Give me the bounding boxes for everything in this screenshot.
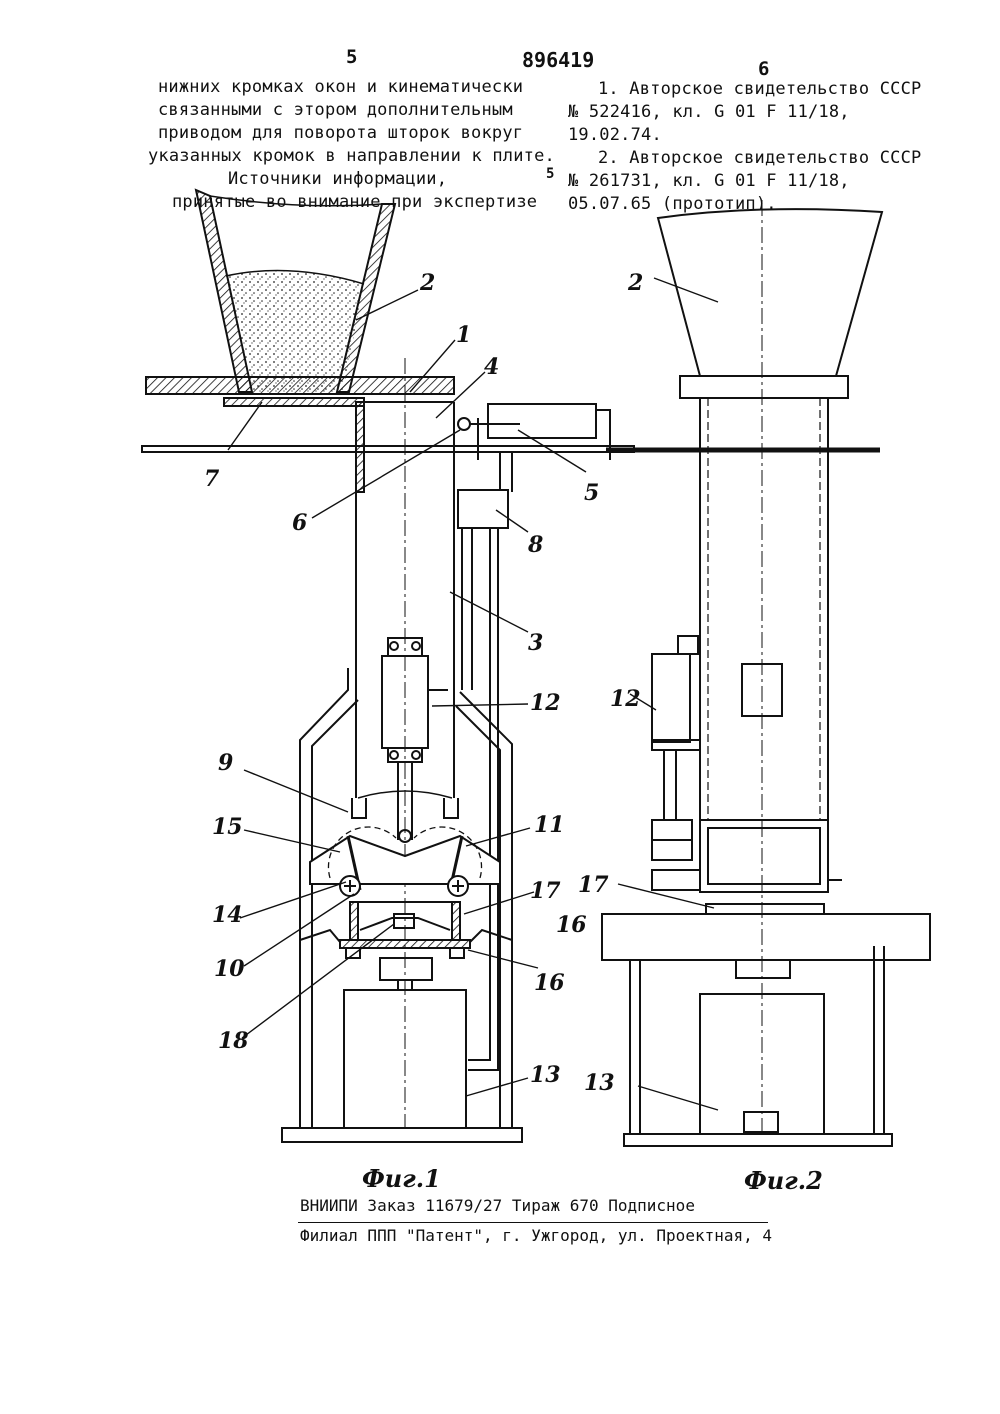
footer-divider [298,1222,768,1223]
label-8: 8 [527,532,543,558]
fig2-label-17: 17 [578,872,609,898]
label-6: 6 [292,510,307,536]
label-9: 9 [218,750,233,776]
label-7: 7 [204,466,220,492]
label-1: 1 [456,322,471,348]
label-5: 5 [584,480,599,506]
label-14: 14 [212,902,243,928]
footer-line-1: ВНИИПИ Заказ 11679/27 Тираж 670 Подписно… [300,1196,695,1215]
fig2-label-13: 13 [584,1070,615,1096]
label-15: 15 [212,814,243,840]
fig2-label-16: 16 [556,912,587,938]
fig2-label-2: 2 [627,270,643,296]
figure-2-caption: Фиг.2 [744,1166,823,1195]
footer-line-2: Филиал ППП "Патент", г. Ужгород, ул. Про… [300,1226,772,1245]
label-10: 10 [214,956,245,982]
figure-1-caption: Фиг.1 [362,1164,441,1193]
label-4: 4 [484,354,499,380]
label-17: 17 [530,878,561,904]
label-2: 2 [419,270,435,296]
label-11: 11 [534,812,565,838]
label-3: 3 [528,630,543,656]
label-13: 13 [530,1062,561,1088]
fig2-label-12: 12 [610,686,641,712]
label-18: 18 [218,1028,249,1054]
label-12: 12 [530,690,561,716]
figure-1-drawing [142,190,634,1142]
label-16: 16 [534,970,565,996]
figure-2-drawing [602,200,930,1146]
